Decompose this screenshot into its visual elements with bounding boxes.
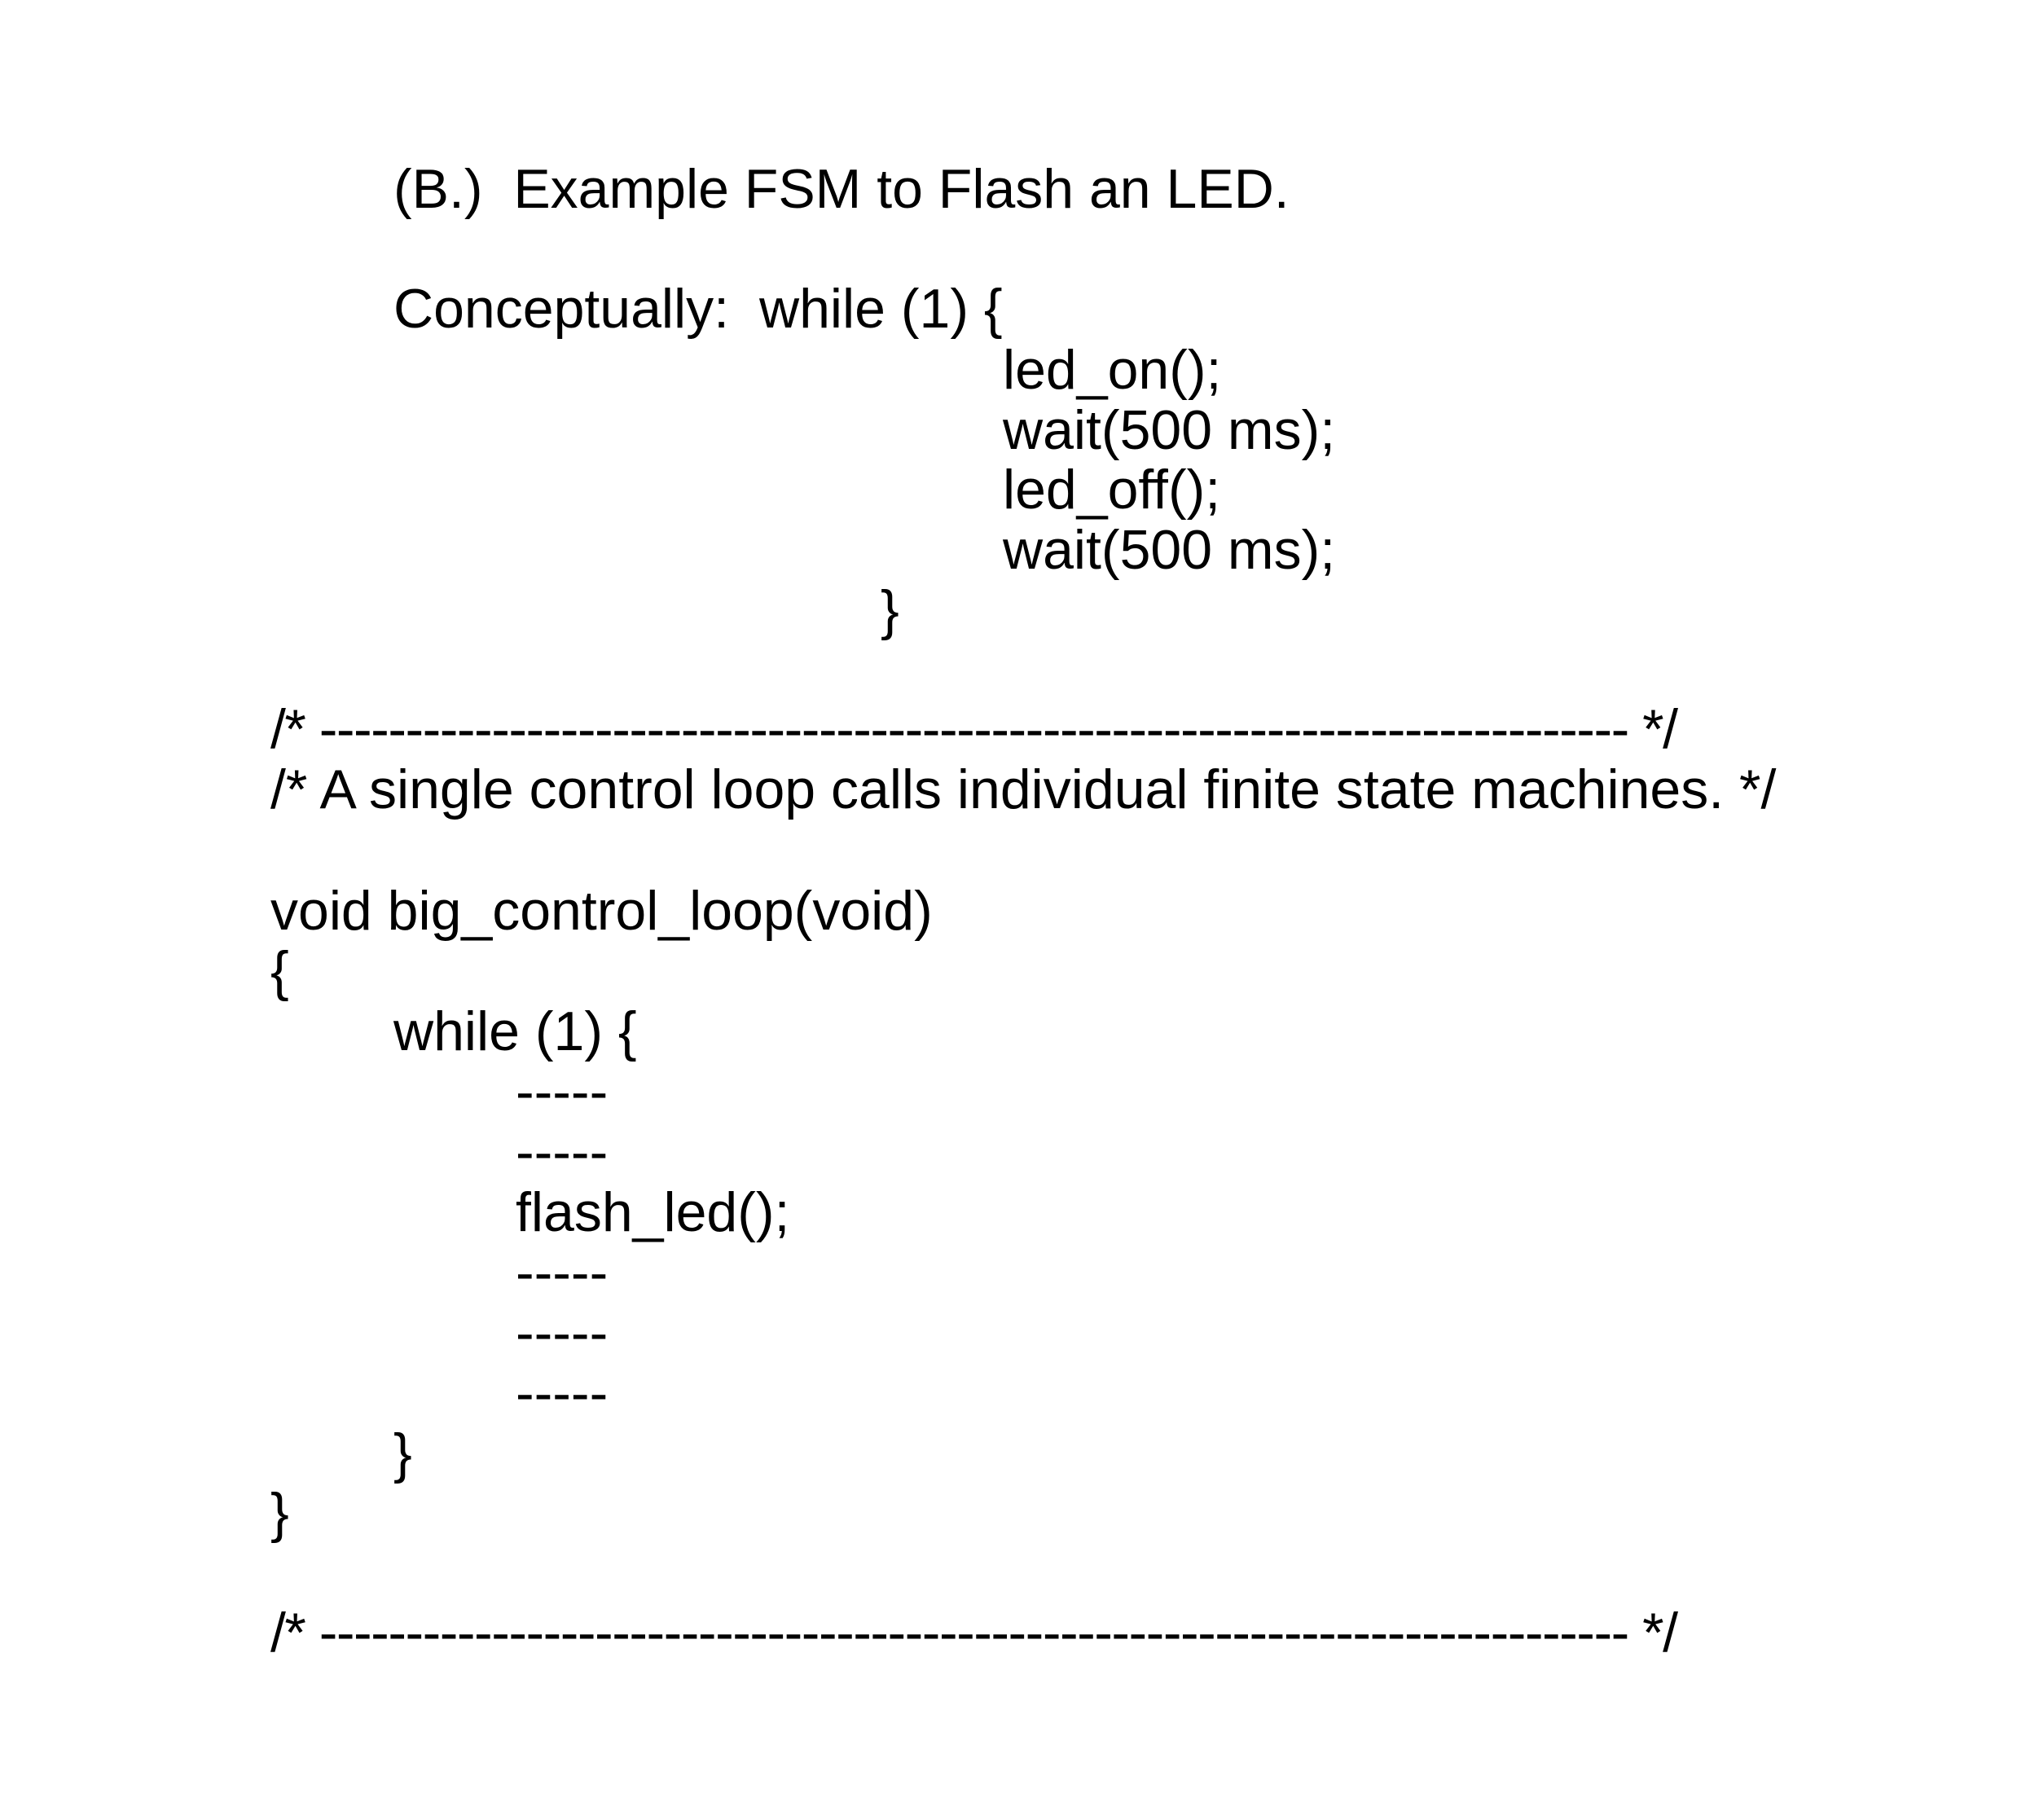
loop-placeholder-5: -----	[516, 1362, 609, 1424]
separator-bottom: /* -------------------------------------…	[270, 1602, 1678, 1664]
loop-placeholder-3: -----	[516, 1242, 609, 1303]
separator-top: /* -------------------------------------…	[270, 698, 1678, 760]
concept-wait-1: wait(500 ms);	[1003, 399, 1336, 461]
concept-wait-2: wait(500 ms);	[1003, 519, 1336, 581]
control-loop-comment: /* A single control loop calls individua…	[270, 758, 1777, 820]
flash-led-call: flash_led();	[516, 1181, 790, 1243]
function-close-brace: }	[270, 1482, 289, 1544]
concept-led-on: led_on();	[1003, 339, 1222, 401]
loop-placeholder-2: -----	[516, 1121, 609, 1183]
loop-placeholder-1: -----	[516, 1061, 609, 1123]
loop-close-brace: }	[393, 1422, 412, 1484]
loop-placeholder-4: -----	[516, 1302, 609, 1364]
loop-while-open: while (1) {	[393, 1000, 637, 1062]
section-heading: (B.) Example FSM to Flash an LED.	[393, 158, 1290, 220]
concept-label: Conceptually:	[393, 278, 730, 340]
concept-while-open: while (1) {	[759, 278, 1003, 340]
function-open-brace: {	[270, 940, 289, 1002]
function-signature: void big_control_loop(void)	[270, 880, 933, 942]
concept-close-brace: }	[881, 579, 899, 641]
concept-led-off: led_off();	[1003, 459, 1221, 521]
